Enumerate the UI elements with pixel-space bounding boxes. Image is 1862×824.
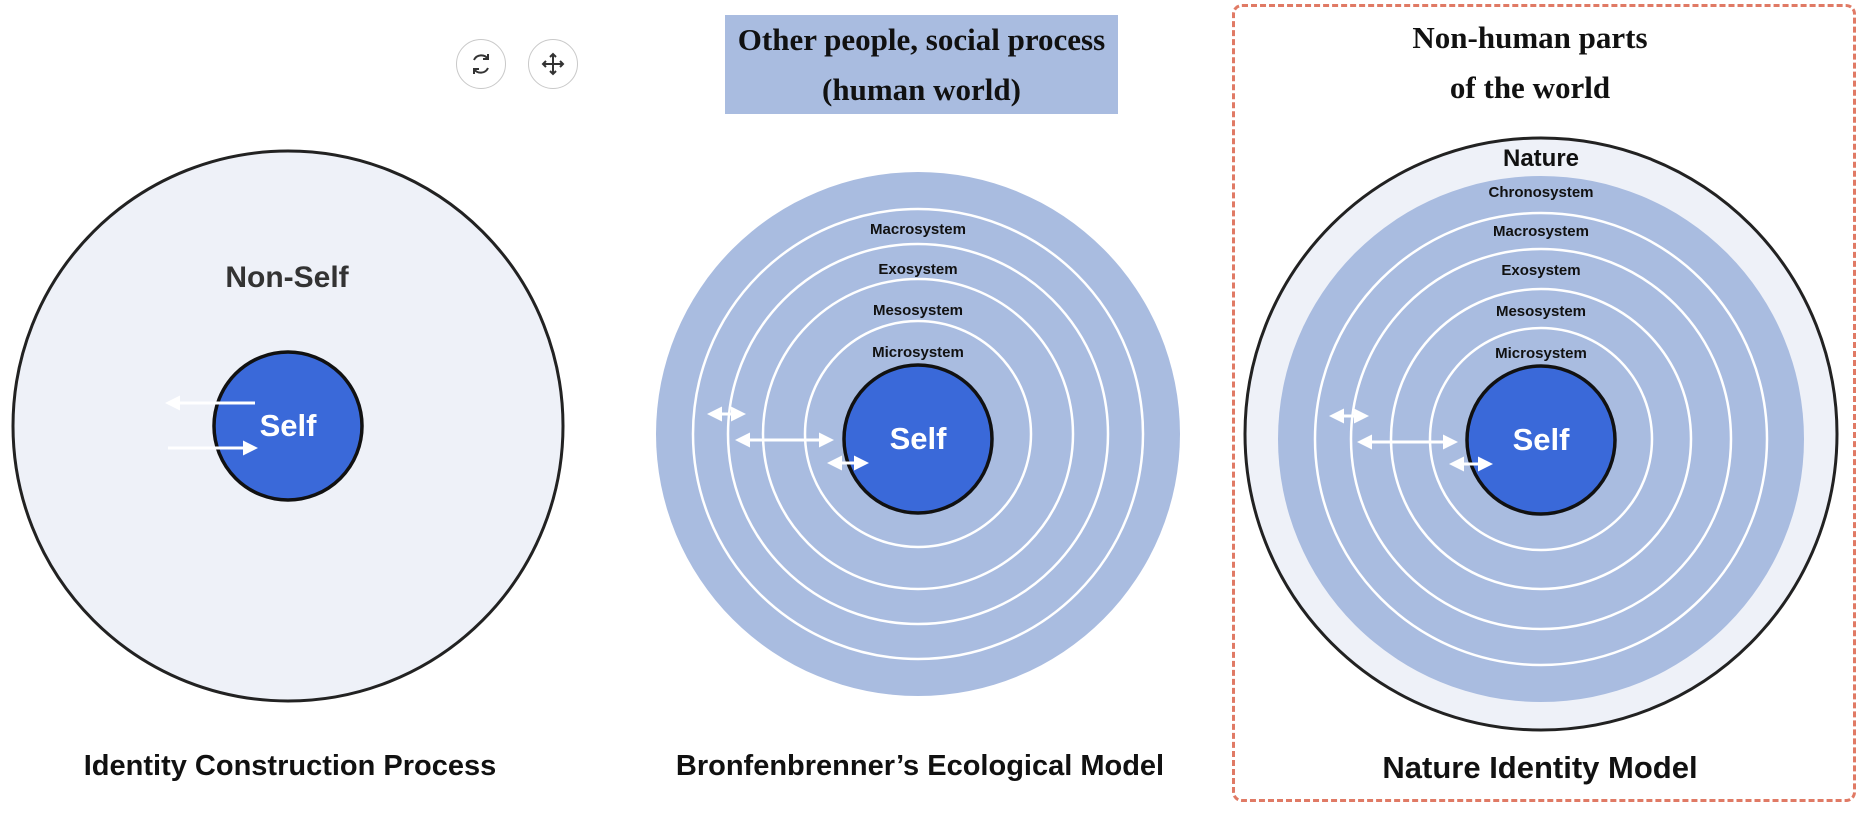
ring-boundary-1: [691, 207, 1145, 661]
human-world-header-line2: (human world): [822, 71, 1021, 107]
non-human-header: Non-human parts of the world: [1330, 10, 1730, 115]
self-circle: [212, 350, 364, 502]
non-human-header-line1: Non-human parts: [1412, 19, 1648, 55]
ecological-model-caption: Bronfenbrenner’s Ecological Model: [675, 750, 1165, 782]
rotate-icon: [473, 54, 489, 74]
ring-label-macrosystem: Macrosystem: [870, 221, 966, 238]
self-label: Self: [890, 421, 948, 456]
self-circle: [842, 363, 994, 515]
non-human-header-line2: of the world: [1449, 69, 1611, 105]
ring-label-mesosystem: Mesosystem: [1496, 303, 1586, 320]
nature-identity-caption: Nature Identity Model: [1382, 750, 1698, 785]
ring-label-exosystem: Exosystem: [1501, 262, 1580, 279]
self-circle: [1465, 364, 1617, 516]
move-button[interactable]: [528, 39, 578, 89]
nature-panel-frame: [1232, 4, 1856, 802]
ring-boundary-2: [726, 242, 1110, 626]
ring-label-exosystem: Exosystem: [878, 261, 957, 278]
human-world-header-line1: Other people, social process: [737, 21, 1106, 57]
identity-construction-caption: Identity Construction Process: [83, 750, 497, 782]
rotate-button[interactable]: [456, 39, 506, 89]
ring-label-chronosystem: Chronosystem: [1488, 184, 1593, 201]
self-label: Self: [260, 408, 318, 443]
ring-label-microsystem: Microsystem: [872, 344, 964, 361]
ring-boundary-2: [1349, 247, 1733, 631]
human-world-header: Other people, social process (human worl…: [725, 15, 1118, 114]
ring-label-macrosystem: Macrosystem: [1493, 223, 1589, 240]
ring-boundary-1: [1313, 211, 1769, 667]
nature-label: Nature: [1503, 145, 1579, 172]
ecological-model-diagram: Macrosystem Exosystem Mesosystem Microsy…: [656, 172, 1180, 696]
non-self-label: Non-Self: [225, 261, 349, 294]
ring-label-mesosystem: Mesosystem: [873, 302, 963, 319]
identity-construction-diagram: Non-Self Self: [11, 149, 565, 703]
nature-identity-diagram: Nature Chronosystem Macrosystem Exosyste…: [1243, 136, 1839, 732]
ring-label-microsystem: Microsystem: [1495, 345, 1587, 362]
self-label: Self: [1513, 422, 1571, 457]
move-icon: [541, 52, 565, 76]
